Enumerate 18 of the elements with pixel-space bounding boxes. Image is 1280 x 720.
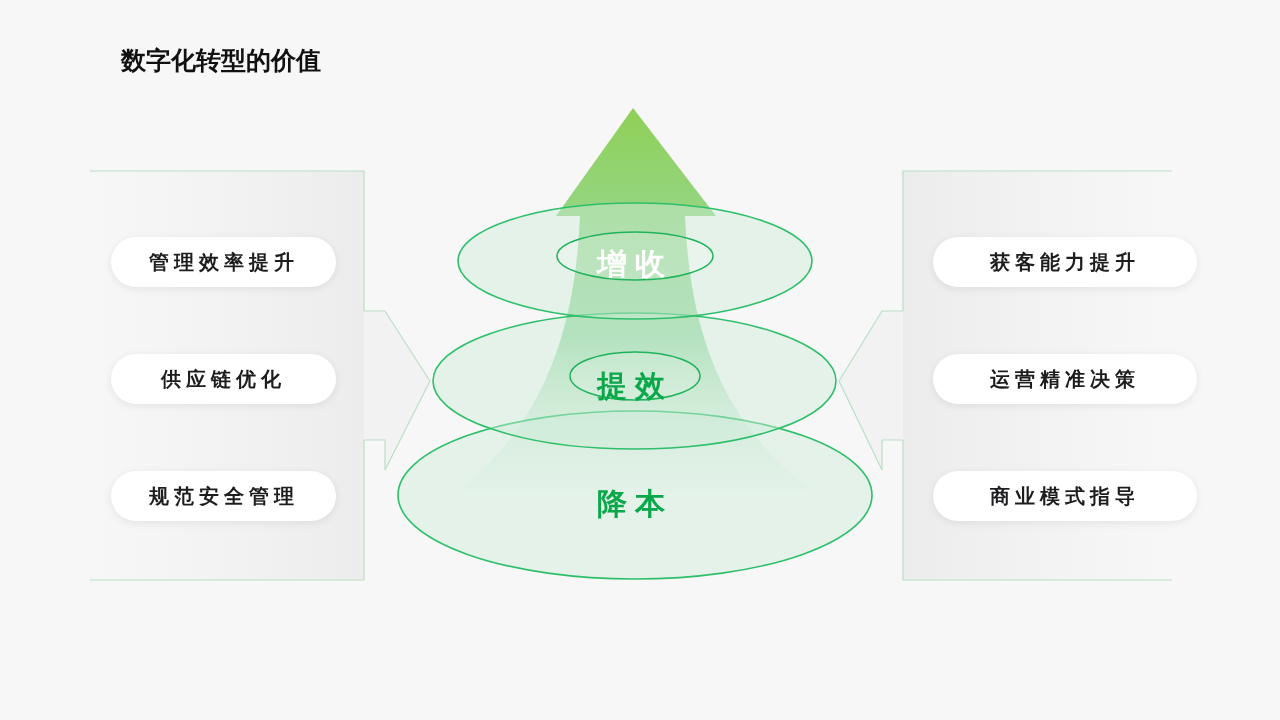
pill-text: 供应链优化 [161, 365, 286, 393]
value-pill [933, 354, 1197, 404]
value-pill [111, 471, 336, 521]
level-text: 提效 [595, 367, 674, 405]
pill-text: 管理效率提升 [148, 248, 299, 276]
pill-text: 获客能力提升 [990, 248, 1140, 276]
level-text: 增收 [595, 245, 674, 283]
chevron-arrow [838, 310, 904, 471]
value-pill [933, 237, 1197, 287]
value-pill [111, 237, 336, 287]
page-title: 数字化转型的价值 [121, 45, 321, 77]
value-pill [933, 471, 1197, 521]
pill-text: 规范安全管理 [148, 482, 299, 510]
value-pill [111, 354, 336, 404]
level-text: 降本 [596, 485, 674, 523]
pill-text: 运营精准决策 [990, 365, 1140, 393]
pill-text: 商业模式指导 [990, 482, 1140, 510]
chevron-arrow [363, 310, 431, 471]
